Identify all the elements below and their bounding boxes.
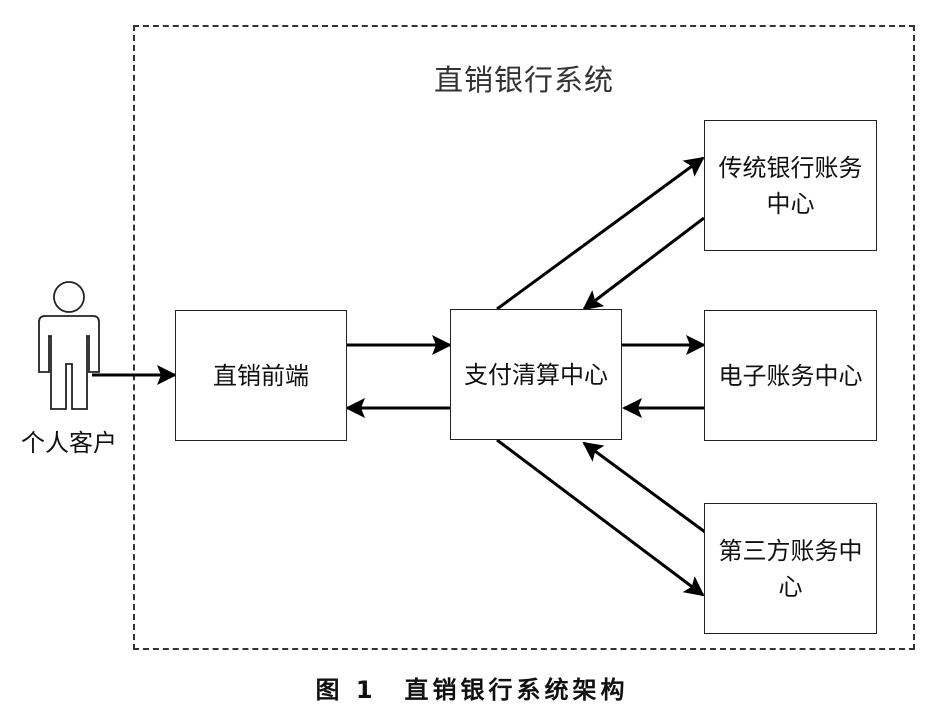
arrow-clearing-to-third-party xyxy=(496,438,705,597)
node-frontend: 直销前端 xyxy=(175,310,347,441)
system-boundary xyxy=(133,25,915,650)
node-third-party-label: 第三方账务中心 xyxy=(718,536,863,601)
system-title: 直销银行系统 xyxy=(433,63,614,97)
node-third-party: 第三方账务中心 xyxy=(704,503,877,634)
node-frontend-label: 直销前端 xyxy=(213,361,309,390)
node-clearing-label: 支付清算中心 xyxy=(464,360,608,389)
arrow-third-party-to-clearing xyxy=(582,441,706,534)
person-icon xyxy=(38,281,100,410)
node-clearing: 支付清算中心 xyxy=(450,309,622,440)
node-traditional-label: 传统银行账务中心 xyxy=(718,153,863,218)
node-electronic-label: 电子账务中心 xyxy=(718,361,863,390)
node-electronic: 电子账务中心 xyxy=(704,310,877,441)
customer-label: 个人客户 xyxy=(21,429,117,457)
node-traditional: 传统银行账务中心 xyxy=(704,120,877,251)
arrow-traditional-to-clearing xyxy=(582,216,705,311)
arrow-clearing-to-traditional xyxy=(496,156,705,311)
figure-caption: 图 1 直销银行系统架构 xyxy=(315,676,629,704)
